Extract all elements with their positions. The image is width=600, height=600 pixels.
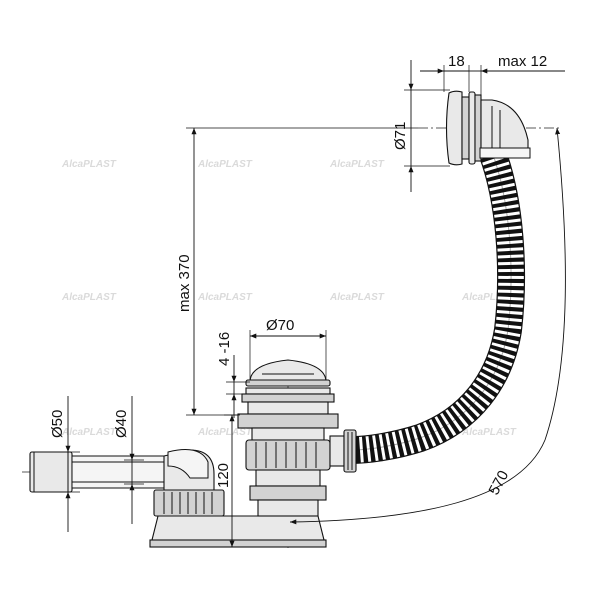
dim-label-plug-diameter: Ø70	[266, 317, 294, 334]
drain-body	[237, 387, 357, 517]
dim-label-plug-travel: 4 -16	[216, 332, 233, 366]
dim-outlet-outer: Ø50	[49, 396, 80, 532]
watermark: AlcaPLAST	[197, 427, 253, 438]
watermark: AlcaPLAST	[329, 292, 385, 303]
dim-outlet-inner: Ø40	[113, 396, 144, 524]
trap-nut-ribs	[163, 492, 213, 514]
dim-label-height-max: max 370	[176, 254, 193, 312]
overflow-head	[445, 90, 531, 166]
dim-overflow-diameter: Ø71	[392, 60, 450, 192]
dim-label-flange-gap: max 12	[498, 53, 547, 70]
dim-label-outlet-outer: Ø50	[49, 410, 66, 438]
watermark: AlcaPLAST	[61, 427, 117, 438]
dim-label-hose-length: 570	[486, 468, 513, 498]
watermark: AlcaPLAST	[329, 159, 385, 170]
watermark: AlcaPLAST	[197, 159, 253, 170]
watermark: AlcaPLAST	[61, 292, 117, 303]
dim-label-trap-height: 120	[215, 463, 232, 488]
dim-flange: 18 max 12	[420, 53, 565, 95]
dim-label-overflow-diameter: Ø71	[392, 122, 409, 150]
watermark: AlcaPLAST	[61, 159, 117, 170]
plug-cap	[245, 359, 331, 387]
dim-plug-travel: 4 -16	[216, 332, 250, 418]
dim-label-outlet-inner: Ø40	[113, 410, 130, 438]
watermark: AlcaPLAST	[461, 427, 517, 438]
outlet-trap	[29, 449, 327, 548]
watermark: AlcaPLAST	[197, 292, 253, 303]
dim-trap-height: 120	[215, 414, 250, 548]
dim-label-flange-width: 18	[448, 53, 465, 70]
